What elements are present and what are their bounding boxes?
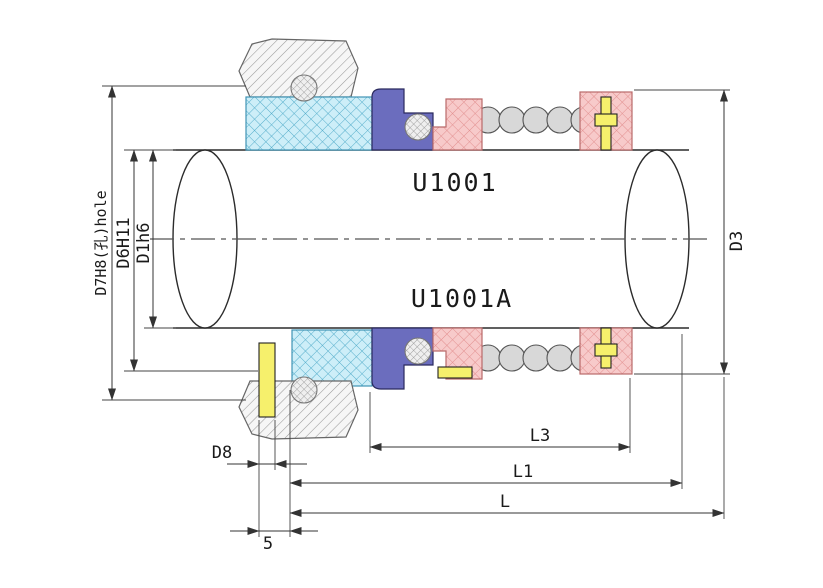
spring-top xyxy=(474,106,598,134)
gland-plate-top xyxy=(238,38,359,98)
o-ring-bottom-outer xyxy=(290,376,318,404)
set-screw-top xyxy=(594,96,618,151)
spring-bottom xyxy=(474,344,598,372)
dimension-lines xyxy=(108,85,728,535)
label-offset-5: 5 xyxy=(263,534,273,554)
dimension-labels: D7H8(孔)hole D6H11 D1h6 D3 D8 L3 L1 L 5 xyxy=(92,190,747,554)
part-number-lower: U1001A xyxy=(411,284,513,313)
drive-screw-bottom xyxy=(437,366,473,379)
spring-retainer-bottom xyxy=(432,327,483,380)
gland-bolt xyxy=(258,342,276,418)
set-screw-head xyxy=(594,113,618,127)
label-bolt-diameter: D8 xyxy=(212,443,232,463)
set-screw-head xyxy=(594,343,618,357)
o-ring-bottom-inner xyxy=(404,337,432,365)
seat-elastomer-top xyxy=(245,96,373,151)
part-labels: U1001 U1001A xyxy=(411,168,513,313)
spring-coil xyxy=(546,344,574,372)
label-l: L xyxy=(500,492,510,512)
label-seat-diameter: D6H11 xyxy=(114,217,134,268)
spring-coil xyxy=(522,106,550,134)
label-bore-diameter: D7H8(孔)hole xyxy=(92,190,110,295)
spring-coil xyxy=(522,344,550,372)
spring-coil xyxy=(546,106,574,134)
spring-coil xyxy=(498,106,526,134)
label-shaft-diameter: D1h6 xyxy=(134,223,154,264)
o-ring-top-inner xyxy=(404,113,432,141)
label-l1: L1 xyxy=(513,462,533,482)
o-ring-top-outer xyxy=(290,74,318,102)
label-gland-diameter: D3 xyxy=(727,231,747,251)
label-l3: L3 xyxy=(530,426,550,446)
spring-retainer-top xyxy=(432,98,483,151)
spring-coil xyxy=(498,344,526,372)
set-screw-bottom xyxy=(594,327,618,369)
part-number-upper: U1001 xyxy=(412,168,497,197)
